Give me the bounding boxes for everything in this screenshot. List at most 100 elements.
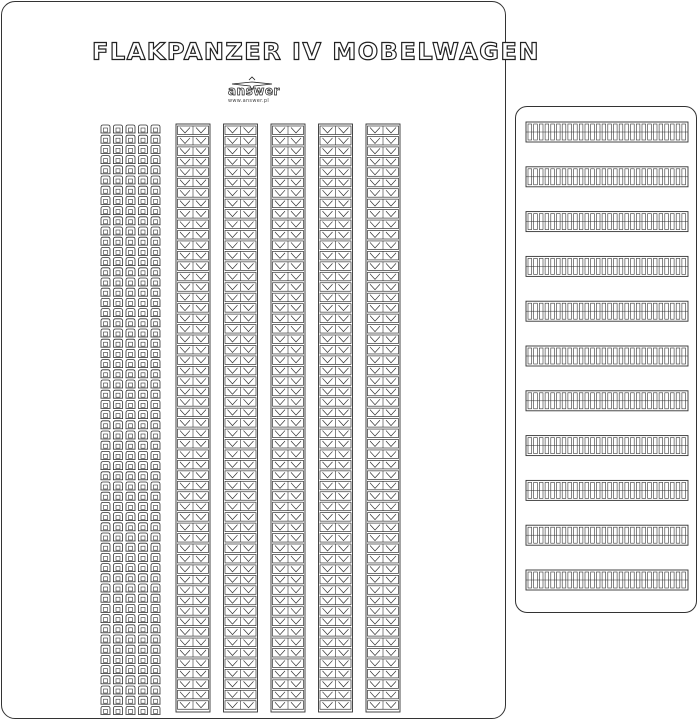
side-strip <box>525 121 689 143</box>
small-link-part <box>138 451 148 460</box>
small-link-part <box>113 389 123 399</box>
track-link <box>177 271 209 282</box>
track-link <box>319 292 352 303</box>
small-link-part <box>125 583 136 593</box>
small-link-part <box>150 655 161 664</box>
small-link-part <box>150 502 161 511</box>
small-link-part <box>150 675 161 685</box>
track-link <box>319 627 352 637</box>
small-link-part <box>113 593 123 603</box>
track-link <box>367 564 399 574</box>
small-link-part <box>138 614 148 623</box>
small-link-part <box>125 563 136 572</box>
small-link-part <box>100 512 111 521</box>
track-link <box>224 637 257 647</box>
small-link-part <box>113 665 123 674</box>
track-link <box>319 386 352 397</box>
small-link-part <box>100 267 111 277</box>
track-link <box>367 386 399 397</box>
small-link-part <box>138 440 148 450</box>
track-link <box>367 522 399 532</box>
small-link-part <box>150 165 161 175</box>
track-link <box>177 386 209 397</box>
small-link-part <box>113 563 123 572</box>
track-link <box>272 386 304 397</box>
track-link <box>177 616 209 627</box>
small-link-part <box>150 491 161 501</box>
small-link-part <box>150 461 161 471</box>
track-link <box>272 428 304 438</box>
track-link <box>224 700 257 710</box>
track-link <box>177 261 209 271</box>
small-link-part <box>138 675 148 685</box>
track-link <box>272 230 304 240</box>
small-link-part <box>113 216 123 226</box>
small-link-part <box>138 338 148 348</box>
small-link-part <box>150 145 161 154</box>
small-link-part <box>150 471 161 481</box>
track-link <box>177 501 209 512</box>
small-link-part <box>150 400 161 409</box>
track-link <box>272 177 304 188</box>
track-link <box>367 470 399 480</box>
small-link-part <box>150 349 161 358</box>
small-link-part <box>138 206 148 216</box>
small-link-part <box>100 379 111 389</box>
small-link-part <box>113 175 123 185</box>
small-link-part <box>125 226 136 236</box>
track-link <box>367 574 399 585</box>
track-link <box>272 543 304 553</box>
small-link-part <box>150 185 161 195</box>
track-link <box>367 627 399 637</box>
track-link <box>367 261 399 271</box>
track-link <box>224 386 257 397</box>
track-link <box>272 136 304 146</box>
small-link-part <box>150 277 161 287</box>
small-link-part <box>113 247 123 256</box>
small-link-part <box>138 502 148 511</box>
small-link-part <box>100 410 111 420</box>
track-link <box>272 198 304 208</box>
small-link-part <box>100 175 111 185</box>
track-link <box>367 334 399 344</box>
small-link-part <box>100 196 111 205</box>
track-link <box>177 627 209 637</box>
small-link-part <box>138 328 148 338</box>
small-link-part <box>138 583 148 593</box>
small-link-part <box>100 573 111 583</box>
track-link <box>319 198 352 208</box>
track-link <box>177 355 209 365</box>
track-link <box>224 397 257 407</box>
small-link-part <box>100 247 111 256</box>
small-link-part <box>113 338 123 348</box>
small-link-part <box>113 267 123 277</box>
small-link-part <box>113 206 123 216</box>
track-link <box>177 334 209 344</box>
track-link <box>272 292 304 303</box>
small-link-part <box>113 695 123 705</box>
track-link <box>272 324 304 334</box>
small-link-part <box>150 410 161 420</box>
track-link <box>367 324 399 334</box>
track-link <box>272 240 304 250</box>
track-link <box>177 136 209 146</box>
track-link <box>177 376 209 386</box>
track-link <box>177 282 209 292</box>
track-link <box>224 648 257 658</box>
track-link <box>319 345 352 355</box>
small-link-part <box>100 236 111 246</box>
track-link <box>272 167 304 177</box>
track-link <box>367 439 399 449</box>
track-link <box>367 658 399 668</box>
small-link-part <box>113 359 123 369</box>
small-link-part <box>100 553 111 562</box>
track-link <box>224 177 257 188</box>
small-link-part <box>138 277 148 287</box>
small-link-part <box>138 165 148 175</box>
small-link-part <box>100 298 111 307</box>
track-link <box>272 251 304 261</box>
small-link-part <box>100 675 111 685</box>
small-link-part <box>125 481 136 491</box>
track-link <box>319 407 352 417</box>
track-link <box>319 188 352 198</box>
